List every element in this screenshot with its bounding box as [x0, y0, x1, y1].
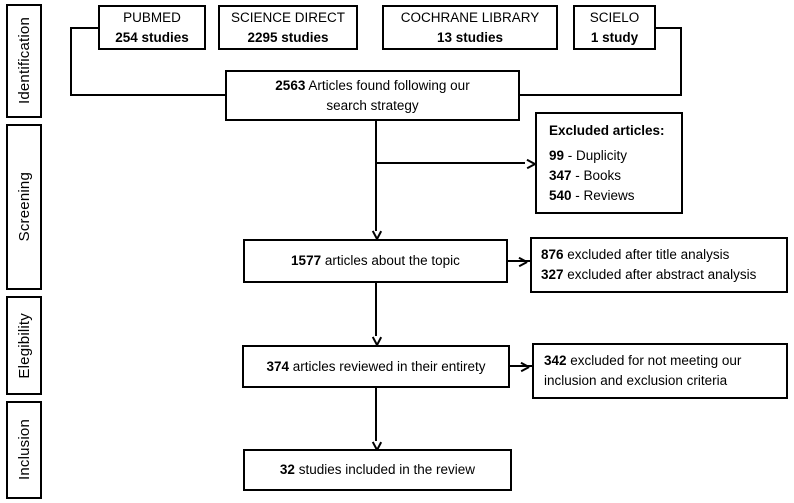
node-articles-full-text: 374 articles reviewed in their entirety: [242, 345, 510, 388]
source-name-science-direct: SCIENCE DIRECT: [230, 9, 345, 25]
connector-sources-left-bottom: [70, 94, 227, 96]
connector-topic-to-full-text: [375, 283, 377, 336]
source-count-pubmed: 254 studies: [115, 29, 189, 45]
node-title-abstract-excluded: 876 excluded after title analysis 327 ex…: [530, 237, 788, 293]
source-count-scielo: 1 study: [590, 29, 639, 45]
node-articles-topic: 1577 articles about the topic: [243, 239, 508, 283]
connector-topic-to-title-abstract: [508, 260, 530, 262]
excluded-articles-item: 540 - Reviews: [549, 186, 665, 206]
source-name-scielo: SCIELO: [589, 9, 640, 25]
connector-found-to-excluded: [375, 162, 525, 164]
studies-included-text: studies included in the review: [294, 462, 476, 478]
connector-full-text-to-criteria: [510, 365, 532, 367]
connector-sources-left-vertical: [70, 27, 72, 96]
articles-found-text-line2: search strategy: [326, 97, 419, 113]
studies-included-number: 32: [279, 462, 295, 478]
title-abstract-excluded-item-text: excluded after abstract analysis: [563, 267, 757, 282]
source-box-scielo: SCIELO 1 study: [573, 5, 656, 50]
excluded-articles-item-number: 540: [549, 187, 572, 203]
title-abstract-excluded-item-number: 327: [541, 267, 564, 282]
connector-sources-right-bottom: [518, 94, 682, 96]
criteria-excluded-number: 342: [544, 353, 567, 369]
criteria-excluded-text-line2: inclusion and exclusion criteria: [544, 373, 728, 388]
articles-topic-text: articles about the topic: [321, 253, 460, 269]
stage-inclusion: Inclusion: [6, 401, 42, 499]
source-box-pubmed: PUBMED 254 studies: [98, 5, 206, 50]
stage-screening: Screening: [6, 124, 42, 290]
node-excluded-articles: Excluded articles: 99 - Duplicity 347 - …: [535, 112, 683, 214]
node-studies-included: 32 studies included in the review: [243, 449, 512, 491]
excluded-articles-item: 347 - Books: [549, 166, 665, 186]
source-count-science-direct: 2295 studies: [247, 29, 329, 45]
node-criteria-excluded: 342 excluded for not meeting our inclusi…: [532, 343, 788, 399]
stage-label-screening: Screening: [15, 172, 33, 242]
source-box-cochrane-library: COCHRANE LIBRARY 13 studies: [382, 5, 558, 50]
connector-sources-left-top: [70, 27, 100, 29]
articles-full-text-number: 374: [266, 358, 289, 374]
articles-full-text-text: articles reviewed in their entirety: [288, 358, 486, 374]
excluded-articles-item: 99 - Duplicity: [549, 146, 665, 166]
stage-label-elegibility: Elegibility: [15, 312, 33, 379]
criteria-excluded-text: excluded for not meeting our: [566, 353, 742, 369]
excluded-articles-item-number: 99: [549, 148, 565, 164]
title-abstract-excluded-item: 876 excluded after title analysis: [541, 245, 756, 265]
excluded-articles-item-text: - Duplicity: [564, 148, 628, 164]
connector-full-text-to-included: [375, 388, 377, 441]
title-abstract-excluded-item: 327 excluded after abstract analysis: [541, 265, 756, 285]
stage-label-inclusion: Inclusion: [15, 419, 33, 481]
connector-found-to-topic: [375, 121, 377, 231]
excluded-articles-heading: Excluded articles:: [549, 122, 665, 138]
articles-found-number: 2563: [275, 77, 306, 93]
excluded-articles-item-text: - Books: [571, 168, 622, 183]
source-count-cochrane-library: 13 studies: [436, 29, 503, 45]
title-abstract-excluded-item-number: 876: [541, 247, 564, 263]
stage-identification: Identification: [6, 4, 42, 118]
excluded-articles-item-number: 347: [549, 168, 572, 183]
stage-label-identification: Identification: [15, 17, 33, 105]
stage-elegibility: Elegibility: [6, 296, 42, 395]
connector-sources-right-top: [654, 27, 682, 29]
title-abstract-excluded-item-text: excluded after title analysis: [563, 247, 730, 263]
source-name-pubmed: PUBMED: [123, 9, 181, 25]
articles-found-text: Articles found following our: [305, 77, 470, 93]
source-name-cochrane-library: COCHRANE LIBRARY: [400, 9, 540, 25]
node-articles-found: 2563 Articles found following our search…: [225, 70, 520, 121]
connector-sources-right-vertical: [680, 27, 682, 96]
source-box-science-direct: SCIENCE DIRECT 2295 studies: [218, 5, 358, 50]
articles-topic-number: 1577: [291, 253, 322, 269]
excluded-articles-item-text: - Reviews: [571, 187, 635, 203]
